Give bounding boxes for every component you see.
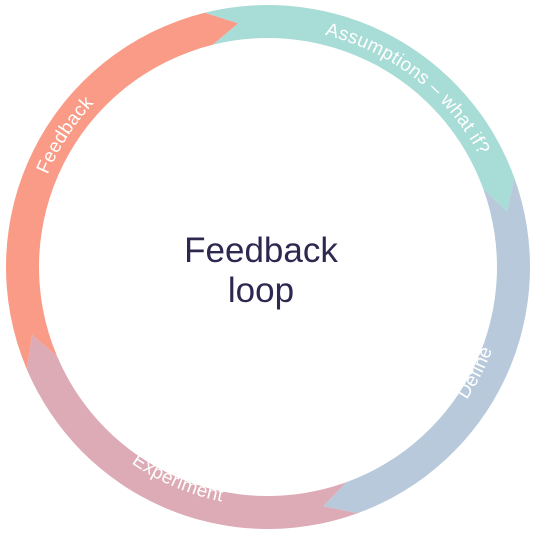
cycle-ring: [6, 4, 531, 529]
segment-feedback: [6, 12, 239, 370]
segment-label-assumptions: Assumptions – what if?: [323, 19, 493, 158]
segment-experiment: [26, 334, 358, 529]
label-text-assumptions: Assumptions – what if?: [323, 19, 493, 158]
segment-define: [323, 177, 531, 514]
segment-assumptions: [204, 4, 515, 212]
